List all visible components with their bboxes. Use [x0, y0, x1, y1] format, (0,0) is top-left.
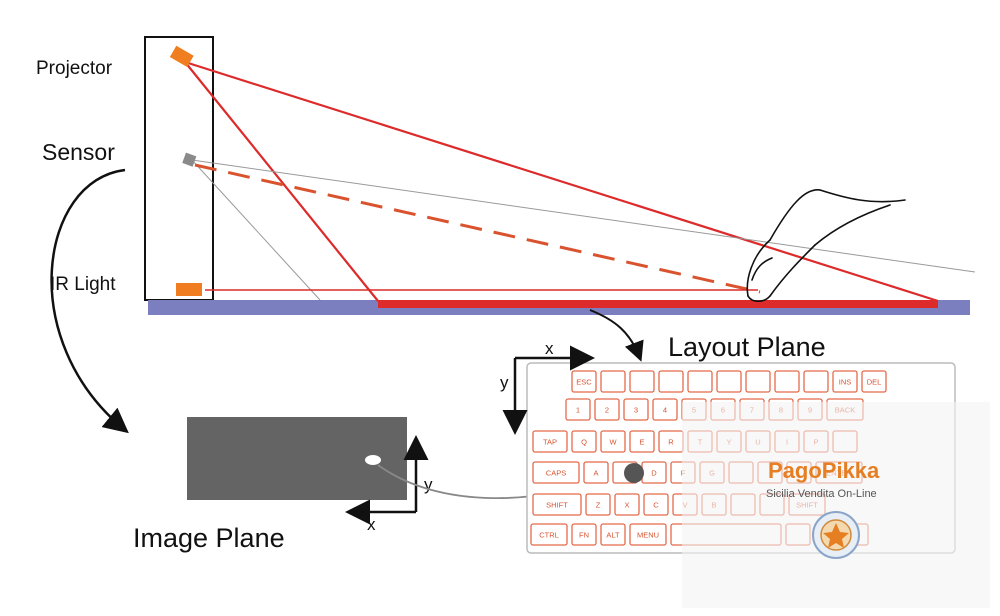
ir-light-unit	[176, 283, 202, 296]
keyboard-key	[643, 493, 669, 516]
keyboard-key	[532, 493, 582, 516]
keyboard-key-label: 2	[605, 405, 609, 414]
ir-light-label: IR Light	[50, 274, 116, 295]
keyboard-key	[532, 430, 568, 453]
keyboard-key-label: E	[639, 437, 644, 446]
keyboard-key-label: CAPS	[546, 468, 566, 477]
sensor-detection-line	[194, 163, 761, 294]
watermark-title: PagoPikka	[768, 458, 880, 483]
keyboard-key	[600, 370, 626, 393]
keyboard-key	[600, 523, 626, 546]
projection-to-layout-arrow	[589, 309, 644, 362]
keyboard-key	[600, 430, 626, 453]
keyboard-key-label: Q	[581, 437, 587, 446]
layout-axis-x-label: x	[545, 339, 554, 358]
keyboard-key	[571, 430, 597, 453]
keyboard-key-label: FN	[579, 530, 589, 539]
keyboard-key-label: C	[653, 500, 659, 509]
keyboard-key-label: 4	[663, 405, 667, 414]
keyboard-key	[583, 461, 609, 484]
keyboard-key	[803, 370, 829, 393]
sensor-to-image-arrow	[50, 168, 129, 434]
keyboard-key	[687, 370, 713, 393]
keyboard-key	[629, 430, 655, 453]
image-axis-y-label: y	[424, 475, 433, 494]
keyboard-key-label: DEL	[867, 377, 882, 386]
keyboard-key-label: R	[668, 437, 674, 446]
image-plane-detected-point	[365, 455, 381, 465]
keyboard-key	[716, 370, 742, 393]
keyboard-key-label: ESC	[576, 377, 592, 386]
finger-icon	[746, 189, 906, 303]
keyboard-key	[532, 461, 580, 484]
keyboard-key-label: CTRL	[539, 530, 559, 539]
device-housing	[144, 36, 214, 301]
sensor-unit	[182, 152, 197, 167]
image-axis-x-label: x	[367, 515, 376, 534]
keyboard-key	[571, 370, 597, 393]
keyboard-key-label: D	[651, 468, 657, 477]
keyboard-key-label: X	[624, 500, 629, 509]
sensor-fov-lower	[191, 159, 321, 301]
watermark-subtitle: Sicilia Vendita On-Line	[766, 488, 877, 500]
image-plane-label: Image Plane	[133, 523, 285, 553]
watermark: PagoPikka Sicilia Vendita On-Line	[682, 402, 990, 608]
keyboard-key	[652, 398, 678, 421]
keyboard-key	[658, 370, 684, 393]
projection-ray-far	[184, 60, 939, 303]
sensor-label: Sensor	[42, 139, 115, 165]
keyboard-key-label: MENU	[637, 530, 659, 539]
keyboard-key	[774, 370, 800, 393]
keyboard-key	[629, 523, 667, 546]
keyboard-key	[614, 493, 640, 516]
projector-label: Projector	[36, 58, 113, 79]
keyboard-key	[594, 398, 620, 421]
keyboard-key-label: 3	[634, 405, 638, 414]
layout-axis-y-label: y	[500, 373, 509, 392]
keyboard-key	[629, 370, 655, 393]
projection-ray-near	[184, 61, 379, 302]
keyboard-key	[623, 398, 649, 421]
keyboard-key	[571, 523, 597, 546]
keyboard-key-label: 1	[576, 405, 580, 414]
keyboard-key-label: Z	[596, 500, 601, 509]
keyboard-key	[530, 523, 568, 546]
seal-icon	[812, 511, 860, 559]
projector-unit	[169, 45, 194, 68]
keyboard-key-label: INS	[839, 377, 852, 386]
keyboard-key	[832, 370, 858, 393]
keyboard-key-label: SHIFT	[546, 500, 568, 509]
fingertip-contact-point	[624, 463, 644, 483]
projected-area	[378, 300, 938, 308]
keyboard-key	[565, 398, 591, 421]
keyboard-key-label: ALT	[606, 530, 620, 539]
keyboard-key-label: TAP	[543, 437, 557, 446]
keyboard-key	[585, 493, 611, 516]
keyboard-key	[745, 370, 771, 393]
keyboard-key-label: A	[593, 468, 598, 477]
keyboard-key	[861, 370, 887, 393]
keyboard-key-label: W	[609, 437, 617, 446]
sensor-fov-upper	[191, 159, 976, 273]
layout-plane-label: Layout Plane	[668, 332, 826, 362]
